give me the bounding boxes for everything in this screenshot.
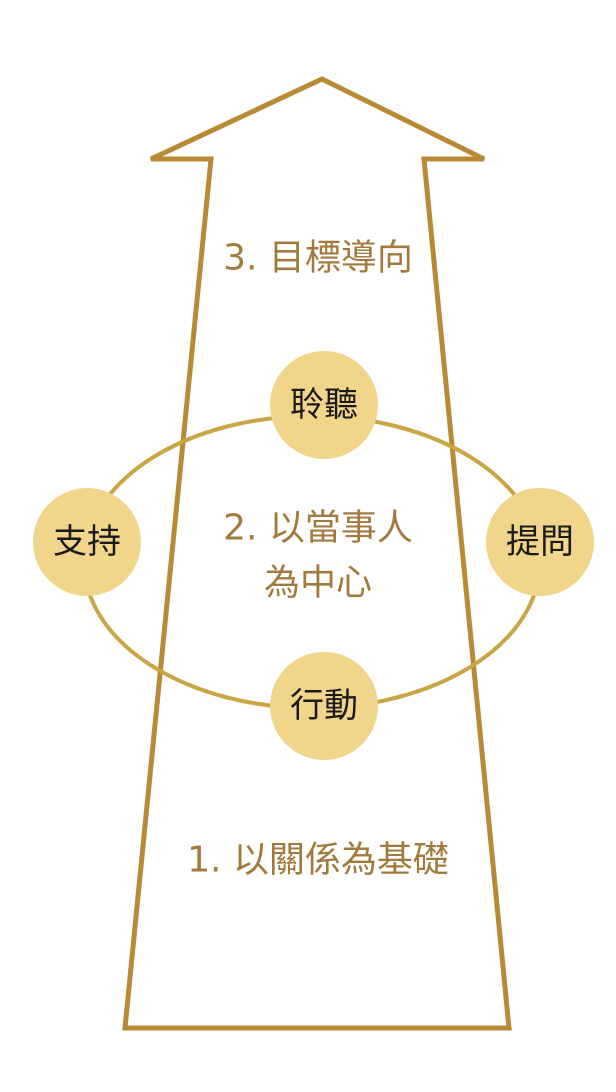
node-listen-circle: [270, 351, 378, 459]
node-listen: 聆聽: [270, 351, 378, 459]
node-question-label: 提問: [506, 522, 574, 562]
node-support-circle: [33, 488, 141, 596]
level-3-label: 3. 目標導向: [223, 238, 413, 279]
node-action: 行動: [270, 652, 378, 760]
arrow-outline: [122, 76, 512, 1031]
level-1-label: 1. 以關係為基礎: [187, 840, 449, 881]
level-2-label-line2: 為中心: [264, 563, 372, 604]
node-action-circle: [270, 652, 378, 760]
node-question: 提問: [486, 488, 594, 596]
node-support: 支持: [33, 488, 141, 596]
node-question-circle: [486, 488, 594, 596]
level-2-label-line1: 2. 以當事人: [223, 508, 413, 549]
node-listen-label: 聆聽: [290, 385, 358, 425]
node-action-label: 行動: [290, 686, 358, 726]
node-support-label: 支持: [53, 522, 121, 562]
